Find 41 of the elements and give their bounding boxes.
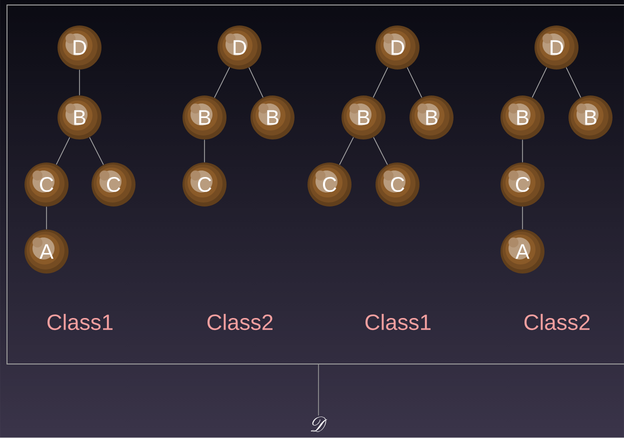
- tree-edge: [372, 67, 388, 98]
- tree-edge: [566, 67, 582, 98]
- tree-edge: [373, 136, 388, 166]
- tree-edge: [89, 136, 104, 166]
- tree-edge: [46, 206, 47, 230]
- tree-edge: [522, 206, 523, 230]
- tree-node-ball: B: [568, 96, 612, 140]
- tree-edge: [339, 136, 354, 166]
- tree-node-ball: C: [308, 162, 352, 206]
- tree-node-ball: C: [500, 162, 544, 206]
- tree-edge: [214, 66, 230, 98]
- dataset-symbol: $\mathscr{D}$: [310, 416, 328, 432]
- tree-node-ball: C: [24, 162, 68, 206]
- tree-node-ball: A: [24, 230, 68, 274]
- tree-node-ball: B: [410, 96, 454, 140]
- connector-line: [318, 364, 319, 416]
- class-label: Class2: [524, 314, 590, 330]
- tree-node-ball: C: [182, 162, 226, 206]
- tree-node-ball: C: [92, 162, 136, 206]
- class-label: Class1: [48, 314, 113, 330]
- tree-edge: [79, 69, 80, 96]
- tree-edge: [522, 139, 523, 163]
- tree-edge: [56, 137, 70, 165]
- tree-node-ball: B: [58, 96, 102, 140]
- tree-node-ball: B: [500, 96, 544, 140]
- tree-node-ball: B: [342, 96, 386, 140]
- tree-edge: [204, 139, 205, 163]
- class-label: Class2: [208, 314, 273, 330]
- tree-node-ball: D: [534, 26, 578, 70]
- tree-node-ball: D: [218, 26, 262, 70]
- tree-node-ball: B: [182, 96, 226, 140]
- tree-edge: [248, 67, 264, 98]
- tree-node-ball: C: [376, 162, 420, 206]
- tree-node-ball: B: [250, 96, 294, 140]
- class-label: Class1: [366, 314, 431, 330]
- tree-edge: [532, 67, 548, 98]
- tree-node-ball: D: [58, 26, 102, 70]
- frame-box: [6, 4, 624, 364]
- tree-edge: [406, 67, 422, 98]
- tree-node-ball: A: [500, 230, 544, 274]
- tree-node-ball: D: [376, 26, 420, 70]
